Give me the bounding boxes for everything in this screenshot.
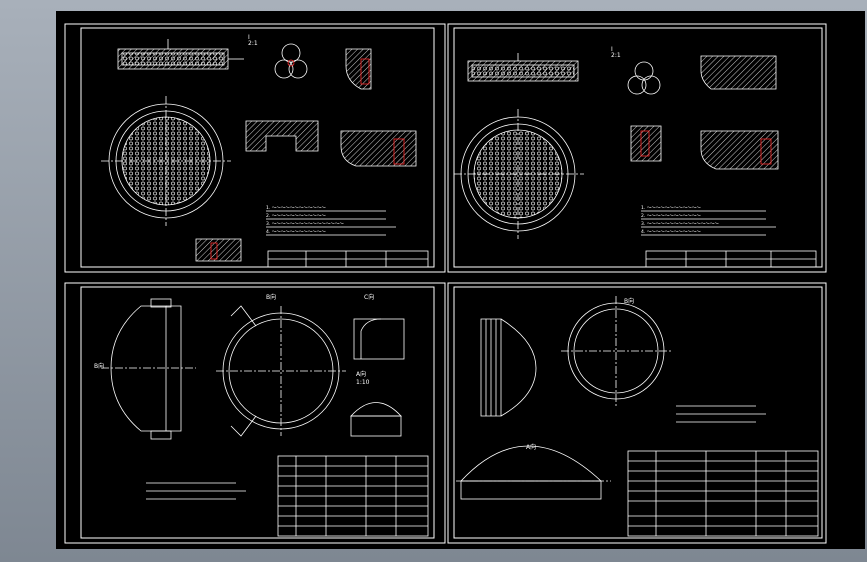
sheet-b-note-2: 2. ～～～～～～～～～～～～ <box>641 213 701 219</box>
sheet-c-drawing <box>101 298 429 537</box>
sheet-b-note-3: 3. ～～～～～～～～～～～～～～～～ <box>641 221 719 227</box>
sheet-b-drawing <box>454 53 817 268</box>
sheet-border-a <box>80 27 435 268</box>
sheet-a-view-letter: I <box>248 34 250 41</box>
sheet-frame-d <box>447 282 827 544</box>
sheet-a-scale: 2:1 <box>248 40 258 47</box>
sheet-c-side-label: B向 <box>94 362 104 370</box>
sheet-c-scale-a: 1:10 <box>356 379 370 386</box>
sheet-b-note-4: 4. ～～～～～～～～～～～～ <box>641 229 701 235</box>
sheet-a-note-1: 1. ～～～～～～～～～～～～ <box>266 205 326 211</box>
sheet-frame-b <box>447 23 827 273</box>
sheet-c-view-c: C向 <box>364 293 374 301</box>
sheet-a-drawing <box>101 39 429 268</box>
sheet-d-drawing <box>456 296 819 537</box>
sheet-c-view-a: A向 <box>356 370 366 378</box>
sheet-b-view-letter: I <box>611 46 613 53</box>
sheet-frame-a <box>64 23 446 273</box>
sheet-border-d <box>453 286 823 539</box>
sheet-b-scale: 2:1 <box>611 52 621 59</box>
sheet-a-note-2: 2. ～～～～～～～～～～～～ <box>266 213 326 219</box>
sheet-d-view-a: A向 <box>526 443 536 451</box>
sheet-b-note-1: 1. ～～～～～～～～～～～～ <box>641 205 701 211</box>
drawing-viewport[interactable]: I 2:1 I 2:1 B向 C向 A向 1:10 B向 B向 A向 1. ～～… <box>56 11 865 549</box>
sheet-border-c <box>80 286 435 539</box>
drawing-canvas: I 2:1 I 2:1 B向 C向 A向 1:10 B向 B向 A向 1. ～～… <box>64 23 827 544</box>
sheet-frame-c <box>64 282 446 544</box>
sheet-c-view-b: B向 <box>266 293 276 301</box>
sheet-d-view-b: B向 <box>624 297 634 305</box>
sheet-a-note-4: 4. ～～～～～～～～～～～～ <box>266 229 326 235</box>
sheet-border-b <box>453 27 823 268</box>
sheet-a-note-3: 3. ～～～～～～～～～～～～～～～～ <box>266 221 344 227</box>
